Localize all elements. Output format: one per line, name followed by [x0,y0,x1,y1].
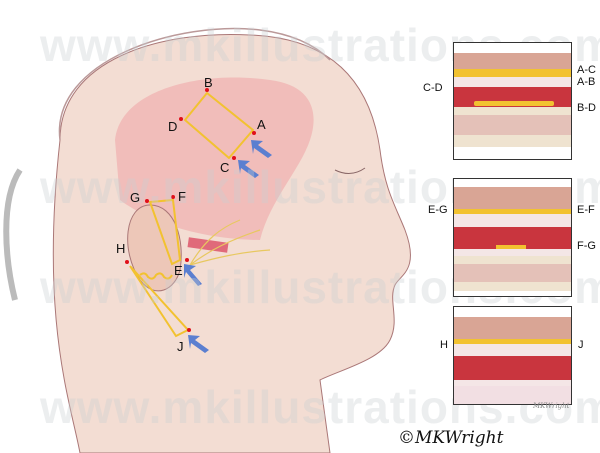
label-e: E [174,263,183,278]
signature: ©MKWright [398,428,504,448]
label-d: D [168,119,178,134]
incision-HJ [129,265,190,338]
panel-label-e-g: E-G [428,204,448,216]
panel-label-a-c: A-C [577,64,596,76]
arrow-icons [184,140,272,353]
label-g: G [130,190,141,205]
panel-label-h: H [440,339,448,351]
cross-section-panel-1 [453,42,572,160]
panel-label-f-g: F-G [577,240,596,252]
landmark-dots [125,88,256,332]
label-j: J [177,339,184,354]
incision-EFG [148,198,182,266]
cross-section-panel-2 [453,178,572,297]
label-f: F [178,189,186,204]
temporal-flap [115,77,314,240]
panel-label-a-b: A-B [577,76,596,88]
label-a: A [257,117,266,132]
incision-ABCD [184,92,254,159]
closed-eye [334,167,366,174]
facial-nerve-branches [189,219,271,266]
cross-section-panel-3 [453,306,572,405]
label-b: B [204,75,213,90]
label-c: C [220,160,230,175]
panel-label-b-d: B-D [577,102,596,114]
panel-label-e-f: E-F [577,204,595,216]
small-signature: MKWright [533,402,570,410]
panel-label-j: J [578,339,584,351]
panel-label-c-d: C-D [423,82,443,94]
ponytail [3,168,23,301]
hair-outline [58,27,331,141]
zygomatic-tissue [187,237,229,253]
label-h: H [116,241,126,256]
